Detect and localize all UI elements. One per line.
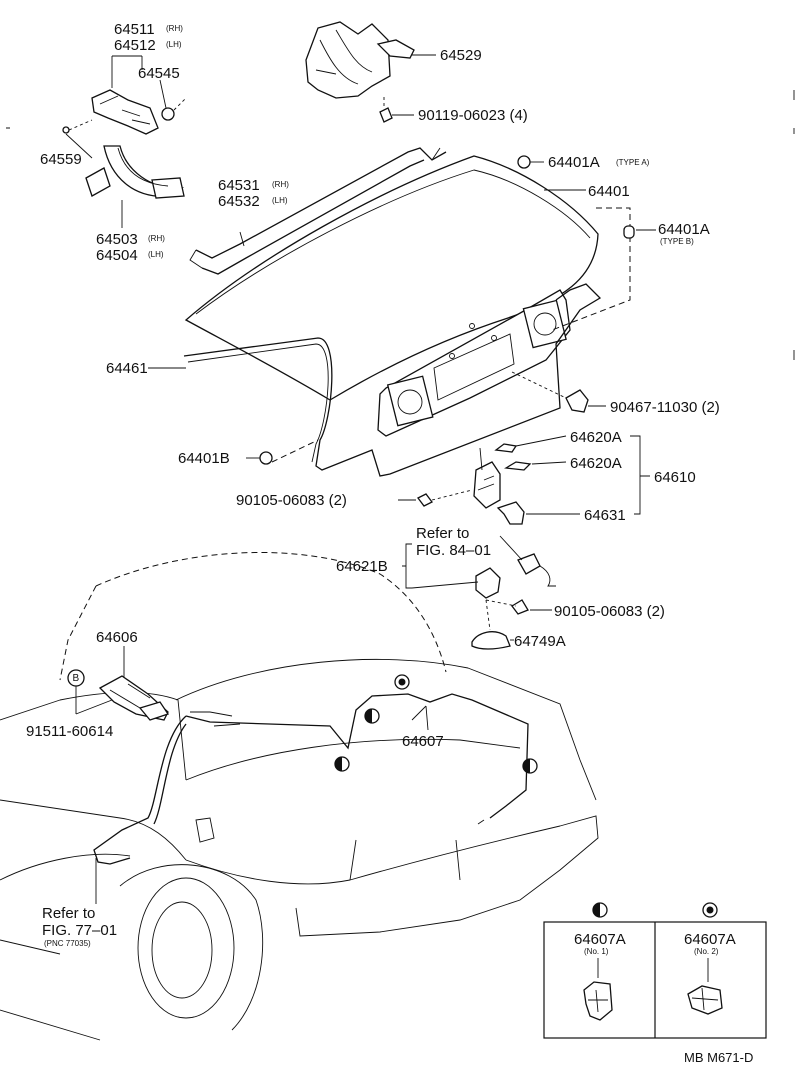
label-64620a-1: 64620A [570,429,622,446]
marker-b-icon: B [67,669,85,687]
label-64606: 64606 [96,629,138,646]
refer-fig84-line2: FIG. 84–01 [416,542,491,559]
note-64511: (RH) [166,24,183,33]
note-64512: (LH) [166,40,182,49]
label-64621b: 64621B [336,558,388,575]
note-64401a-type-b: (TYPE B) [660,237,694,246]
label-64503: 64503 [96,231,138,248]
torsion-bars [189,147,447,275]
note-64531: (RH) [272,180,289,189]
clamp-no1-marker-c [522,758,538,774]
label-64401a-type-b: 64401A [658,221,710,238]
label-90105-a: 90105-06083 (2) [236,492,347,509]
weatherstrip [183,283,602,477]
lock-assembly [417,443,532,525]
label-64504: 64504 [96,247,138,264]
refer-fig77-line3: (PNC 77035) [44,939,91,948]
refer-fig77-line2: FIG. 77–01 [42,922,117,939]
hinge-assembly-right [305,21,415,123]
label-64631: 64631 [584,507,626,524]
label-64461: 64461 [106,360,148,377]
note-64401a-type-a: (TYPE A) [616,158,650,167]
opener-lock-group [471,535,556,650]
label-90467: 90467-11030 (2) [610,399,720,416]
note-64504: (LH) [148,250,164,259]
label-90105-b: 90105-06083 (2) [554,603,665,620]
label-64559: 64559 [40,151,82,168]
label-64545: 64545 [138,65,180,82]
clamp-no1-marker-b [334,756,350,772]
label-64749a: 64749A [514,633,566,650]
inset2-note: (No. 2) [694,947,719,956]
label-91511: 91511-60614 [26,723,113,740]
marker-b-text: B [73,673,80,684]
label-64532: 64532 [218,193,260,210]
inset1-part: 64607A [574,931,626,948]
note-64532: (LH) [272,196,288,205]
refer-fig77-line1: Refer to [42,905,95,922]
label-64511: 64511 [114,21,155,38]
label-64607: 64607 [402,733,444,750]
label-64620a-2: 64620A [570,455,622,472]
label-64401a-type-a: 64401A [548,154,600,171]
label-90119: 90119-06023 (4) [418,107,528,124]
label-64401b: 64401B [178,450,230,467]
label-64401: 64401 [588,183,630,200]
trunk-lid [184,155,599,437]
figure-code: MB M671-D [684,1050,753,1065]
label-64529: 64529 [440,47,482,64]
clamp-no1-marker-a [364,708,380,724]
opener-cable [93,693,529,865]
inset1-note: (No. 1) [584,947,609,956]
clamp-inset-box: 64607A (No. 1) 64607A (No. 2) [543,902,767,1039]
car-body-outline [0,552,599,1041]
clamp-no2-marker [394,674,410,690]
label-64610: 64610 [654,469,696,486]
note-64503: (RH) [148,234,165,243]
hinge-assembly-left [62,89,187,199]
opener-lever [98,675,170,721]
label-64531: 64531 [218,177,260,194]
label-64512: 64512 [114,37,156,54]
refer-fig84-line1: Refer to [416,525,469,542]
inset2-part: 64607A [684,931,736,948]
